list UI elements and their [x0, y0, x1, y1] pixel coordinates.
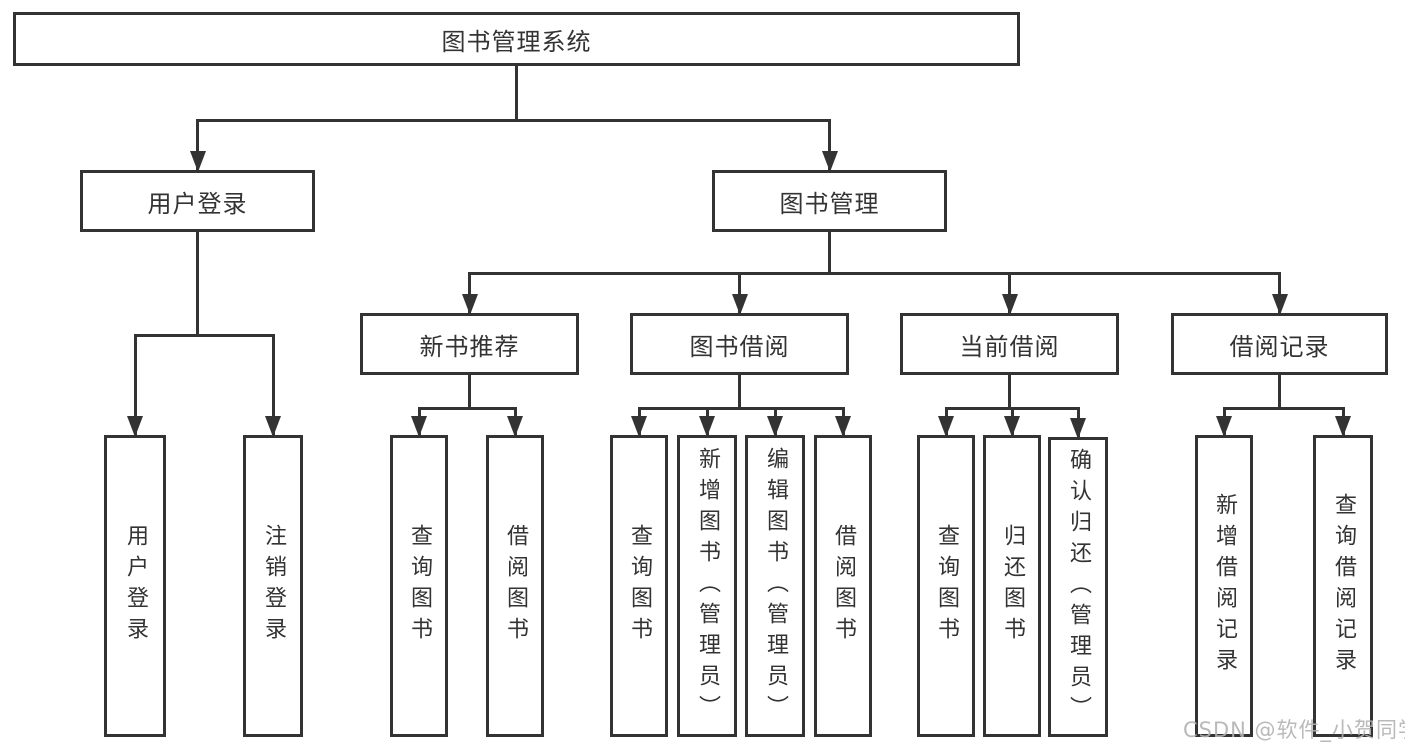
- connector-line: [515, 65, 518, 120]
- connector-line: [828, 231, 831, 273]
- node-book-borrowing: 图书借阅: [630, 313, 849, 375]
- node-query-books-2: 查询图书: [610, 435, 668, 737]
- node-new-book-recommend: 新书推荐: [360, 313, 579, 375]
- arrowhead-down-icon: [1004, 416, 1020, 437]
- node-logout: 注销登录: [243, 435, 303, 737]
- arrowhead-down-icon: [189, 151, 206, 172]
- arrowhead-down-icon: [1070, 418, 1086, 439]
- connector-line: [1222, 406, 1345, 410]
- arrowhead-down-icon: [461, 294, 478, 315]
- connector-line: [271, 335, 275, 435]
- connector-line: [1278, 374, 1281, 408]
- connector-line: [196, 120, 199, 170]
- connector-line: [738, 273, 741, 313]
- arrowhead-down-icon: [731, 294, 748, 315]
- arrowhead-down-icon: [411, 416, 427, 437]
- node-return-books: 归还图书: [983, 435, 1041, 737]
- node-root: 图书管理系统: [13, 12, 1020, 66]
- node-query-books-1: 查询图书: [390, 435, 448, 737]
- arrowhead-down-icon: [821, 151, 838, 172]
- arrowhead-down-icon: [507, 416, 523, 437]
- connector-line: [828, 120, 831, 170]
- connector-line: [1008, 273, 1011, 313]
- node-confirm-return-admin: 确认归还（管理员）: [1048, 437, 1108, 737]
- connector-line: [468, 273, 471, 313]
- arrowhead-down-icon: [938, 416, 954, 437]
- connector-line: [196, 231, 199, 335]
- connector-line: [196, 118, 831, 122]
- connector-line: [468, 271, 1281, 275]
- connector-line: [738, 374, 741, 408]
- connector-line: [637, 406, 845, 410]
- connector-line: [133, 335, 137, 435]
- node-borrow-books-1: 借阅图书: [486, 435, 544, 737]
- connector-line: [468, 374, 471, 408]
- connector-line: [133, 333, 275, 337]
- connector-line: [1278, 273, 1281, 313]
- csdn-watermark: CSDN @软件_小贺同学: [1183, 718, 1405, 742]
- arrowhead-down-icon: [699, 416, 715, 437]
- arrowhead-down-icon: [265, 416, 281, 437]
- connector-line: [417, 406, 517, 410]
- node-user-login: 用户登录: [80, 170, 315, 232]
- arrowhead-down-icon: [1001, 294, 1018, 315]
- node-borrowing-records: 借阅记录: [1171, 313, 1388, 375]
- node-add-books-admin: 新增图书（管理员）: [677, 435, 737, 737]
- arrowhead-down-icon: [835, 416, 851, 437]
- arrowhead-down-icon: [631, 416, 647, 437]
- node-current-borrowing: 当前借阅: [900, 313, 1119, 375]
- node-edit-books-admin: 编辑图书（管理员）: [745, 435, 805, 737]
- node-login: 用户登录: [104, 435, 166, 737]
- connector-line: [1008, 374, 1011, 408]
- arrowhead-down-icon: [1335, 416, 1351, 437]
- node-query-borrow-record: 查询借阅记录: [1313, 435, 1373, 737]
- arrowhead-down-icon: [127, 416, 143, 437]
- arrowhead-down-icon: [1216, 416, 1232, 437]
- node-add-borrow-record: 新增借阅记录: [1195, 435, 1253, 737]
- arrowhead-down-icon: [1271, 294, 1288, 315]
- node-query-books-3: 查询图书: [917, 435, 975, 737]
- arrowhead-down-icon: [767, 416, 783, 437]
- node-borrow-books-2: 借阅图书: [814, 435, 872, 737]
- node-book-management: 图书管理: [712, 170, 947, 232]
